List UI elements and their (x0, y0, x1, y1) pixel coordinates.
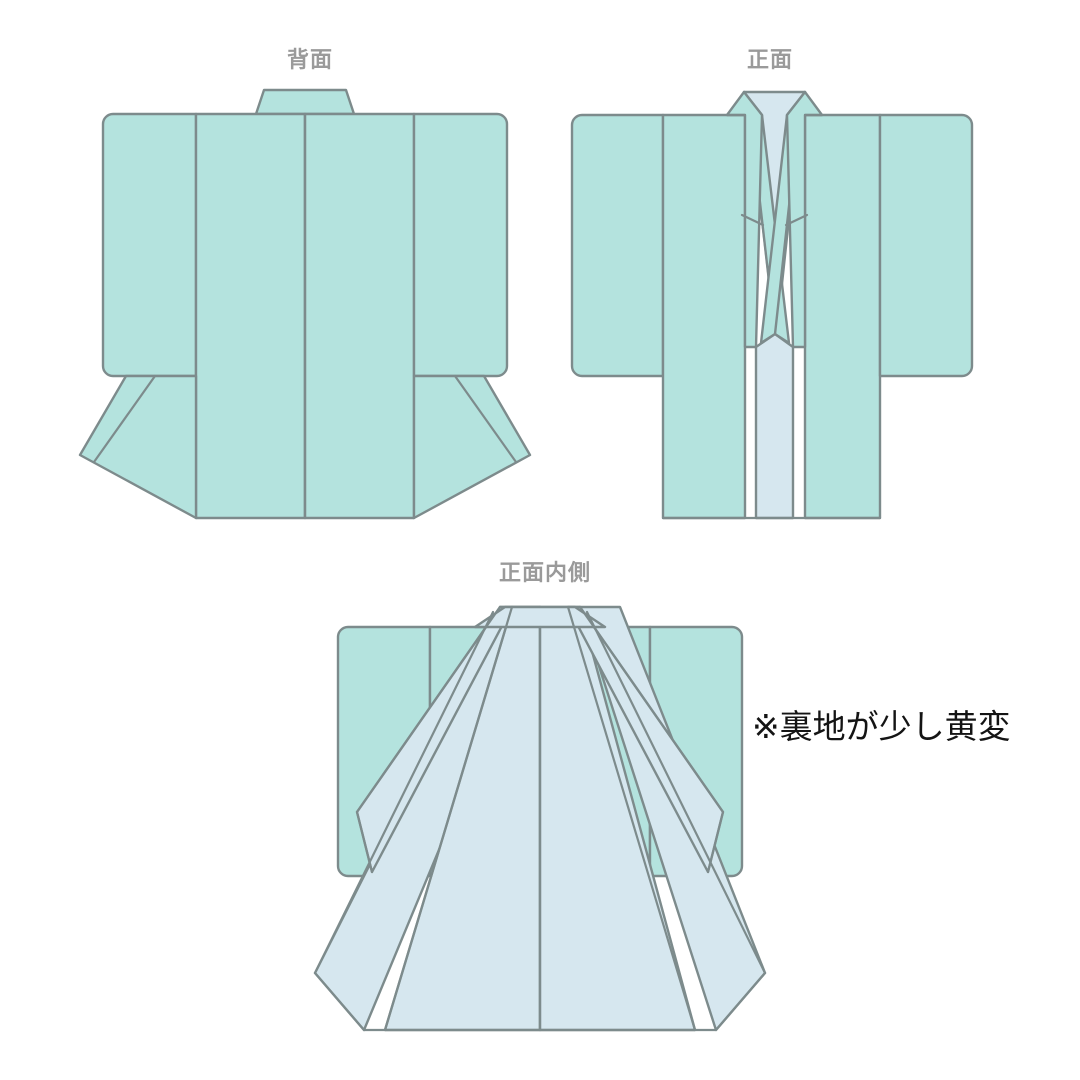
front-left-collar-mid-seam (740, 213, 765, 227)
front-left-collar-band (742, 90, 791, 345)
inside-hem-line (313, 971, 767, 1032)
view-label-back: 背面 (286, 47, 333, 72)
inside-outer-right-sleeve (648, 625, 744, 878)
view-label-inside: 正面内側 (498, 560, 591, 585)
front-lining-neck (742, 90, 807, 342)
front-left-sleeve (570, 113, 665, 378)
back-left-body-panel (194, 112, 307, 520)
back-right-body-panel (303, 112, 416, 520)
inside-lining-center-left (383, 605, 542, 1032)
inside-view-group (313, 605, 767, 1032)
inside-lining-left-collar-strip (355, 605, 514, 874)
front-lining-placket (754, 332, 795, 520)
inside-outer-right-panel (538, 625, 652, 878)
back-right-sleeve-flare (412, 374, 532, 520)
front-right-collar-band (759, 90, 807, 345)
inside-right-outer-fold (585, 610, 767, 975)
inside-left-body-fold (383, 605, 514, 1032)
back-right-flare-seam (453, 374, 518, 464)
front-left-collar-wing (725, 90, 764, 349)
front-right-collar-mid-seam (784, 213, 809, 227)
inside-lining-center-right (538, 605, 697, 1032)
inside-right-body-fold (566, 605, 697, 1032)
inside-outer-left-panel (428, 625, 542, 878)
inside-outer-left-sleeve (336, 625, 432, 878)
back-left-flare-seam (92, 374, 157, 464)
back-collar-piece (254, 88, 356, 116)
inside-lining-left-flap (313, 605, 542, 1032)
inside-lining-right-flap (578, 605, 767, 1032)
front-right-body-panel (803, 113, 882, 520)
inside-left-flap-edge (355, 605, 502, 874)
front-view-group (570, 90, 974, 520)
view-label-front: 正面 (746, 47, 793, 72)
front-left-body-panel (661, 113, 747, 520)
back-right-sleeve (412, 112, 509, 378)
lining-condition-note: ※裏地が少し黄変 (752, 707, 1011, 746)
front-right-collar-wing (785, 90, 824, 349)
inside-right-flap-edge (578, 605, 725, 874)
back-left-sleeve (101, 112, 198, 378)
front-right-sleeve (878, 113, 974, 378)
inside-left-outer-fold (313, 610, 495, 975)
inside-lining-neck-piece (473, 605, 607, 629)
inside-lining-right-collar-strip (566, 605, 725, 874)
back-view-group (78, 88, 532, 520)
back-left-sleeve-flare (78, 374, 198, 520)
